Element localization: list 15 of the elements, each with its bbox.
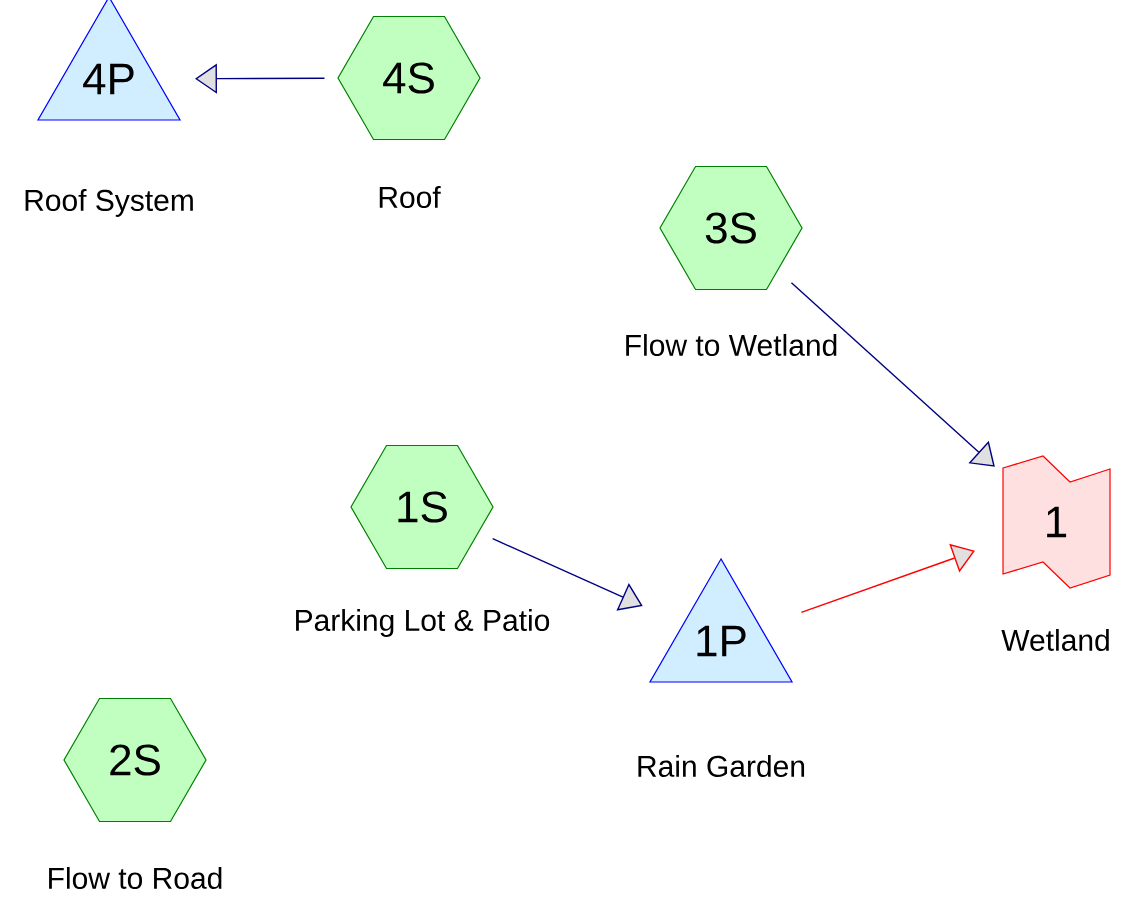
node-caption: Roof	[379, 186, 441, 208]
hexagon-node: 3S	[659, 165, 803, 291]
node-caption: Flow to Road	[49, 867, 222, 889]
flow-arrow	[800, 543, 975, 614]
node-caption: Wetland	[1001, 629, 1109, 651]
node-caption: Rain Garden	[638, 755, 805, 777]
node-caption: Parking Lot & Patio	[296, 609, 550, 637]
pond-shape-node: 1	[1002, 455, 1111, 589]
node-caption: Roof System	[25, 189, 193, 217]
hexagon-node: 1S	[350, 444, 494, 570]
node-caption: Flow to Wetland	[626, 334, 837, 356]
hexagon-node: 4S	[337, 15, 481, 141]
flow-arrow	[790, 282, 995, 467]
hexagon-node: 2S	[63, 697, 207, 823]
flow-arrow	[491, 537, 643, 611]
